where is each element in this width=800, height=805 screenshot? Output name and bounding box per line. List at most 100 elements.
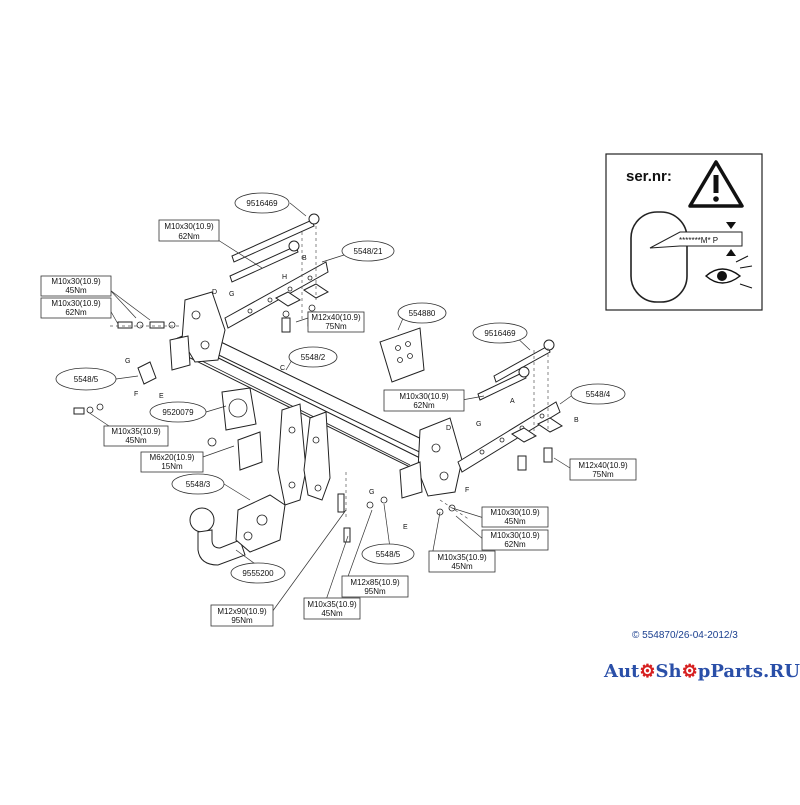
- brand-part: Aut: [604, 661, 640, 682]
- warning-icon: [688, 160, 744, 208]
- spec-label: M10x30(10.9): [490, 531, 540, 540]
- spec-label: M12x85(10.9): [350, 578, 400, 587]
- serial-number-panel: ser.nr: *******M* P: [605, 153, 763, 311]
- spec-label: M12x40(10.9): [578, 461, 628, 470]
- callout-m10x35-45nm-bottom: [303, 597, 361, 620]
- letter-f-marker: F: [134, 391, 138, 398]
- left-side-bracket: [169, 291, 226, 371]
- leader-lines: [87, 202, 575, 613]
- callout-5548-2-text: 5548/2: [301, 353, 326, 362]
- serial-plate-text: *******M* P: [679, 236, 718, 245]
- callout-9516469-right-text: 9516469: [484, 329, 516, 338]
- gear-icon: ⚙: [681, 661, 698, 682]
- callout-9555200-text: 9555200: [242, 569, 274, 578]
- right-plates: [511, 417, 563, 471]
- letter-f-marker: F: [465, 487, 469, 494]
- callout-9520079: [149, 401, 207, 423]
- socket-9520079: [207, 387, 263, 471]
- callout-m10x35-45nm-left: [103, 425, 169, 447]
- torque-label: 45Nm: [321, 609, 343, 618]
- spec-label: M10x35(10.9): [307, 600, 357, 609]
- callout-5548-3-text: 5548/3: [186, 480, 211, 489]
- torque-label: 62Nm: [413, 401, 435, 410]
- letter-b-marker: B: [574, 417, 579, 424]
- towball-5548-3: [189, 494, 286, 566]
- callout-5548-21: [341, 240, 395, 262]
- eye-icon: [704, 255, 753, 289]
- callout-m10x30-62nm-left: [40, 297, 112, 319]
- spec-label: M12x90(10.9): [217, 607, 267, 616]
- spec-label: M10x35(10.9): [437, 553, 487, 562]
- torque-label: 62Nm: [178, 232, 200, 241]
- construction-lines: [110, 226, 549, 521]
- letter-markers: B H D G C G F E A G B D F G E: [125, 255, 579, 531]
- brand-part: Sh: [655, 661, 682, 682]
- left-tie-strips: [229, 213, 320, 283]
- spec-label: M10x30(10.9): [490, 508, 540, 517]
- torque-label: 62Nm: [65, 308, 87, 317]
- left-strip-5548-21: [224, 261, 329, 329]
- torque-label: 45Nm: [451, 562, 473, 571]
- callout-5548-2: [288, 346, 338, 368]
- callout-m10x35-45nm-right: [428, 550, 496, 573]
- torque-label: 62Nm: [504, 540, 526, 549]
- callout-9516469-right: [472, 322, 528, 344]
- callout-9516469-left: [234, 192, 290, 214]
- callout-m12x40-75nm-right: [569, 458, 637, 481]
- arrow-up-icon: [726, 249, 736, 256]
- letter-c-marker: C: [280, 365, 285, 372]
- torque-label: 75Nm: [592, 470, 614, 479]
- torque-label: 95Nm: [364, 587, 386, 596]
- letter-e-marker: E: [159, 393, 164, 400]
- callout-5548-5-right-text: 5548/5: [376, 550, 401, 559]
- spec-label: M10x30(10.9): [164, 222, 214, 231]
- callout-5548-4-text: 5548/4: [586, 390, 611, 399]
- letter-g-marker: G: [369, 489, 374, 496]
- callout-m10x30-62nm-right: [481, 529, 549, 551]
- letter-b-marker: B: [302, 255, 307, 262]
- callout-5548-3: [171, 473, 225, 495]
- letter-g-marker: G: [125, 358, 130, 365]
- letter-g-marker: G: [229, 291, 234, 298]
- serial-title: ser.nr:: [626, 168, 672, 185]
- torque-label: 45Nm: [125, 436, 147, 445]
- part-554880: [379, 327, 425, 383]
- callout-m6x20-15nm: [140, 451, 204, 473]
- torque-label: 45Nm: [504, 517, 526, 526]
- spec-label: M10x30(10.9): [399, 392, 449, 401]
- spec-label: M10x35(10.9): [111, 427, 161, 436]
- callout-m12x40-75nm-left: [307, 311, 365, 333]
- callout-5548-21-text: 5548/21: [354, 247, 383, 256]
- callout-5548-5-right: [361, 543, 415, 565]
- callout-9520079-text: 9520079: [162, 408, 194, 417]
- left-bolts: [73, 321, 176, 415]
- letter-h-marker: H: [282, 274, 287, 281]
- torque-label: 45Nm: [65, 286, 87, 295]
- spec-label: M10x30(10.9): [51, 299, 101, 308]
- callout-m12x90-95nm: [210, 604, 274, 627]
- tow-bar-outline: [630, 211, 688, 303]
- callout-5548-5-left-text: 5548/5: [74, 375, 99, 384]
- letter-a-marker: A: [510, 398, 515, 405]
- center-hangers: [277, 403, 331, 506]
- spec-label: M12x40(10.9): [311, 313, 361, 322]
- torque-label: 75Nm: [325, 322, 347, 331]
- torque-label: 15Nm: [161, 462, 183, 471]
- letter-d-marker: D: [446, 425, 451, 432]
- letter-d-marker: D: [212, 289, 217, 296]
- callout-m10x30-45nm-right: [481, 506, 549, 528]
- arrow-down-icon: [726, 222, 736, 229]
- letter-g-marker: G: [476, 421, 481, 428]
- callout-9555200: [230, 562, 286, 584]
- callout-m10x30-62nm-top: [158, 219, 220, 242]
- copyright-text: © 554870/26-04-2012/3: [632, 630, 738, 641]
- callout-554880: [397, 302, 447, 324]
- letter-e-marker: E: [403, 524, 408, 531]
- brand-part: pParts.RU: [697, 661, 800, 682]
- brand-logo[interactable]: Aut⚙Sh⚙pParts.RU: [604, 661, 800, 682]
- serial-plate: [649, 231, 743, 249]
- callout-m12x85-95nm: [341, 575, 409, 598]
- callout-m10x30-62nm-center: [383, 389, 465, 412]
